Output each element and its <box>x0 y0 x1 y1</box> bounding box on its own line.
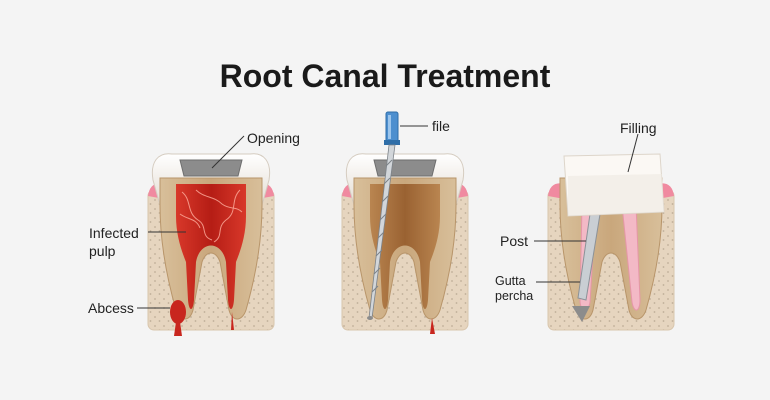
leader-filling <box>627 133 639 173</box>
panel-cleaning-tooth <box>341 111 469 334</box>
abscess <box>170 300 186 324</box>
leader-opening <box>211 135 245 169</box>
page-title: Root Canal Treatment <box>219 58 551 94</box>
label-infected-line2: pulp <box>89 243 116 259</box>
label-gutta-line1: Gutta <box>495 274 526 288</box>
label-abcess: Abcess <box>88 300 134 316</box>
root-tip-blood <box>430 318 435 334</box>
post-tip <box>572 306 590 322</box>
filling-shade <box>568 174 664 216</box>
pulp-chamber <box>370 184 440 309</box>
panel-filled-tooth <box>547 153 675 331</box>
abscess-drip-right <box>231 312 234 330</box>
label-post: Post <box>500 233 529 249</box>
label-infected-line1: Infected <box>89 225 139 241</box>
label-file: file <box>432 118 450 134</box>
leader-lines <box>137 133 639 309</box>
gutta-percha-right <box>621 204 641 311</box>
label-gutta-line2: percha <box>495 289 534 303</box>
opening-gray <box>373 159 437 177</box>
label-opening: Opening <box>247 130 300 146</box>
endodontic-file <box>367 111 400 320</box>
panel-infected-tooth <box>147 153 275 336</box>
label-filling: Filling <box>620 120 657 136</box>
access-opening <box>179 159 243 177</box>
abscess-drip <box>174 322 182 336</box>
infection-veins <box>179 189 243 243</box>
